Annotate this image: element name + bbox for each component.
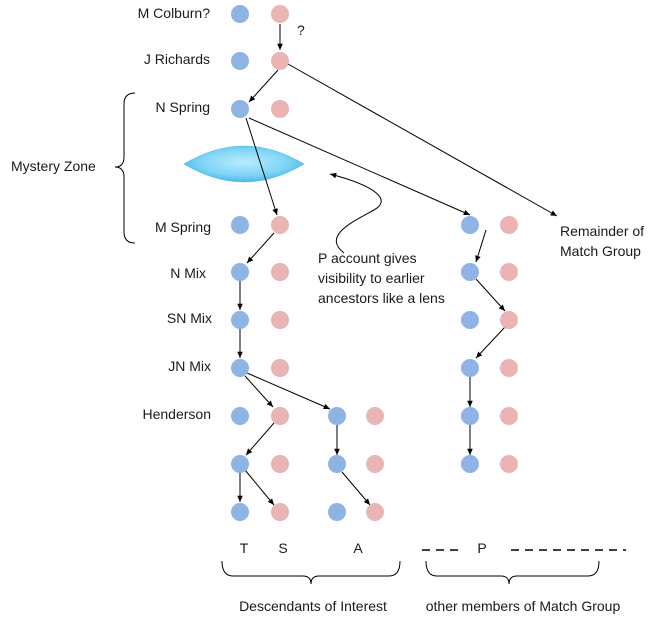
female-node: [500, 407, 518, 425]
generation-label-colburn: M Colburn?: [138, 5, 211, 21]
male-node: [231, 100, 249, 118]
female-node: [271, 359, 289, 377]
remainder-label-line-2: Match Group: [560, 243, 641, 259]
female-node: [500, 216, 518, 234]
arrow-p-line-gen3: [475, 278, 506, 312]
generation-label-jn-mix: JN Mix: [168, 358, 211, 374]
descendant-label-p: P: [477, 540, 486, 556]
male-node: [461, 263, 479, 281]
male-node: [231, 5, 249, 23]
descendant-s-node: [271, 503, 289, 521]
female-node: [271, 407, 289, 425]
female-node: [500, 311, 518, 329]
male-node: [461, 407, 479, 425]
male-node: [461, 216, 479, 234]
arrow-richards-to-n-spring: [248, 69, 279, 103]
arrow-richards-to-remainder: [287, 63, 558, 217]
arrow-henderson-to-t-parent: [245, 422, 275, 456]
male-node: [328, 407, 346, 425]
male-node: [231, 359, 249, 377]
generation-label-n-mix: N Mix: [170, 265, 206, 281]
male-node: [231, 455, 249, 473]
descendant-t-node: [231, 503, 249, 521]
generation-label-henderson: Henderson: [143, 406, 212, 422]
lens-note-line-3: ancestors like a lens: [318, 290, 445, 306]
female-node: [271, 311, 289, 329]
generation-label-m-spring: M Spring: [155, 219, 211, 235]
female-node: [366, 407, 384, 425]
male-node: [231, 407, 249, 425]
node-group: [231, 5, 518, 521]
question-mark-label: ?: [297, 22, 305, 38]
arrow-n-spring-to-m-spring: [245, 117, 278, 216]
group-label-descendants-of-interest: Descendants of Interest: [239, 598, 387, 614]
male-node: [461, 359, 479, 377]
generation-label-n-spring: N Spring: [156, 99, 210, 115]
female-node: [271, 52, 289, 70]
descendant-label-s: S: [278, 540, 287, 556]
female-node: [271, 100, 289, 118]
arrow-to-a: [341, 471, 371, 506]
male-node: [461, 455, 479, 473]
remainder-label-line-1: Remainder of: [560, 223, 644, 239]
descendant-label-t: T: [240, 540, 249, 556]
male-node: [328, 455, 346, 473]
arrow-n-spring-to-p-line: [248, 117, 471, 216]
mystery-zone-label: Mystery Zone: [11, 158, 96, 174]
brace-descendants-of-interest: [221, 560, 401, 585]
male-node: [231, 263, 249, 281]
male-node: [461, 311, 479, 329]
generation-label-richards: J Richards: [144, 51, 210, 67]
generation-label-sn-mix: SN Mix: [167, 310, 212, 326]
female-node: [500, 359, 518, 377]
female-node: [271, 455, 289, 473]
brace-other-members: [425, 560, 600, 585]
lens-note-line-1: P account gives: [318, 250, 417, 266]
female-node: [500, 263, 518, 281]
arrow-to-s: [244, 469, 275, 506]
lens-note-line-2: visibility to earlier: [318, 270, 425, 286]
lens-shape: [183, 145, 305, 183]
arrow-jn-mix-to-a-line: [246, 372, 331, 410]
female-node: [500, 455, 518, 473]
female-node: [366, 455, 384, 473]
arrow-p-line-gen4: [475, 326, 506, 359]
female-node: [271, 216, 289, 234]
female-node: [271, 263, 289, 281]
lens-pointer-arrow: [329, 172, 382, 254]
group-label-other-members: other members of Match Group: [426, 598, 621, 614]
male-node: [231, 311, 249, 329]
descendant-label-a: A: [353, 540, 363, 556]
female-node: [271, 5, 289, 23]
arrow-jn-mix-to-henderson-s: [244, 375, 274, 408]
mystery-zone-brace: [114, 92, 136, 244]
descendant-a-node: [366, 503, 384, 521]
arrow-p-line-gen2: [475, 229, 487, 263]
male-node: [231, 52, 249, 70]
arrow-m-spring-to-n-mix: [246, 232, 275, 264]
male-node: [231, 216, 249, 234]
male-node: [328, 503, 346, 521]
